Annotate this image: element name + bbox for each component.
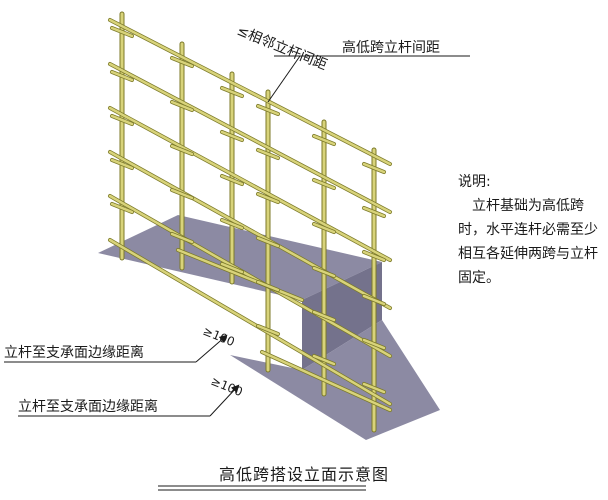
horizontal-rail: [108, 150, 392, 310]
rail-connector: [110, 202, 134, 214]
upper-base-platform: [98, 215, 382, 300]
stagger-spacing-label: 高低跨立杆间距: [342, 40, 440, 56]
rail-connector: [256, 236, 280, 248]
edge-distance-label-upper: 立杆至支承面边缘距离: [4, 345, 144, 361]
horizontal-rails: [108, 18, 392, 412]
rail-connector: [170, 188, 194, 200]
rail-connector: [312, 178, 336, 190]
rail-connector: [362, 382, 386, 394]
rail-connector: [220, 262, 244, 274]
rail-connector: [312, 134, 336, 146]
horizontal-rail: [108, 194, 392, 358]
rail-connector: [256, 148, 280, 160]
arrow-icon: [209, 384, 240, 417]
rail-connector: [256, 324, 280, 336]
rail-connector: [110, 26, 134, 38]
horizontal-rail: [176, 248, 304, 302]
note-box: 说明: 立杆基础为高低跨时，水平连杆必需至少相互各延伸两跨与立杆固定。: [458, 170, 608, 290]
rail-connector: [220, 174, 244, 186]
arrow-icon: [195, 334, 228, 363]
rail-connector: [110, 114, 134, 126]
rail-connector: [256, 192, 280, 204]
diagram-title: 高低跨搭设立面示意图: [218, 465, 389, 484]
horizontal-rail: [108, 106, 392, 262]
rail-connector: [170, 144, 194, 156]
note-body: 立杆基础为高低跨时，水平连杆必需至少相互各延伸两跨与立杆固定。: [458, 198, 598, 286]
rail-connector: [362, 294, 386, 306]
rail-connector: [170, 56, 194, 68]
rail-connector: [312, 354, 336, 366]
note-heading: 说明:: [458, 174, 491, 190]
edge-distance-label-lower: 立杆至支承面边缘距离: [18, 399, 158, 415]
adjacent-spacing-label: ≤相邻立杆间距: [235, 23, 330, 74]
rail-connector: [362, 162, 386, 174]
leader-pointer-stagger: [267, 55, 301, 103]
rail-connector: [362, 206, 386, 218]
rail-connector: [170, 100, 194, 112]
rail-connector: [256, 280, 280, 292]
rail-connector: [170, 232, 194, 244]
rail-connector: [312, 310, 336, 322]
horizontal-rail: [108, 62, 392, 214]
rail-connector: [220, 218, 244, 230]
horizontal-rail: [108, 238, 392, 406]
rail-connector: [312, 222, 336, 234]
rail-connector: [312, 266, 336, 278]
rail-connector: [110, 70, 134, 82]
rail-connector: [110, 158, 134, 170]
horizontal-rail: [260, 350, 392, 412]
vertical-poles: [119, 11, 377, 433]
rail-connector: [362, 338, 386, 350]
rail-connector: [256, 104, 280, 116]
dimension-label-lower: ≥100: [209, 374, 245, 399]
rail-connector: [220, 86, 244, 98]
rail-connector: [220, 130, 244, 142]
rail-connector: [362, 250, 386, 262]
horizontal-rail: [108, 18, 392, 166]
dimension-label-upper: ≥100: [201, 324, 237, 349]
